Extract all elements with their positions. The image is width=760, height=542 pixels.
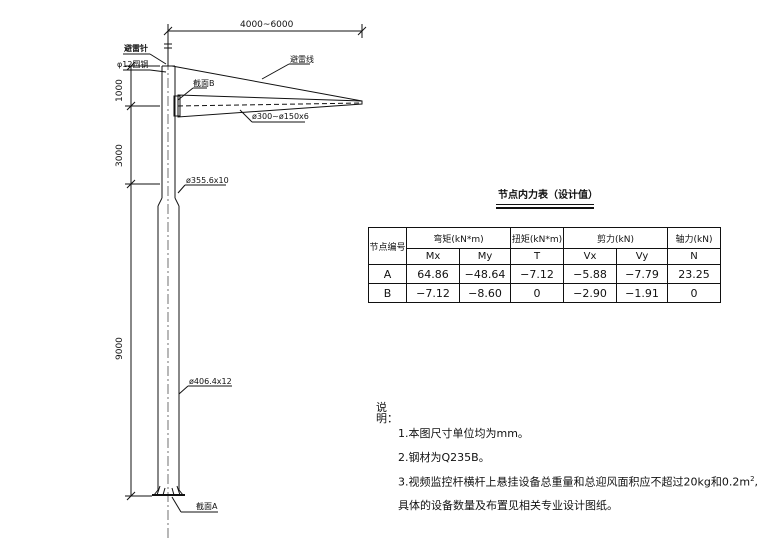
table-header-row: 节点编号 弯矩(kN*m) 扭矩(kN*m) 剪力(kN) 轴力(kN) bbox=[368, 227, 721, 265]
lightning-rod-label: 避雷针 bbox=[124, 44, 148, 53]
round-steel-label: φ12圆钢 bbox=[117, 60, 149, 69]
note-2: 2.钢材为Q235B。 bbox=[398, 451, 490, 464]
lightning-wire-label: 避雷线 bbox=[290, 55, 314, 64]
cell-node-b: B bbox=[368, 283, 407, 303]
header-torque: 扭矩(kN*m) bbox=[510, 227, 564, 249]
note-3-text: 3.视频监控杆横杆上悬挂设备总重量和总迎风面积应不超过20kg和0.2m bbox=[398, 475, 751, 489]
note-3-superscript: 2 bbox=[750, 475, 755, 483]
cell: −48.64 bbox=[459, 264, 511, 284]
cell: −1.91 bbox=[616, 283, 668, 303]
internal-force-table: 节点编号 弯矩(kN*m) 扭矩(kN*m) 剪力(kN) 轴力(kN) Mx … bbox=[368, 227, 721, 303]
cell-node-a: A bbox=[368, 264, 407, 284]
section-a-label: 截面A bbox=[196, 502, 218, 511]
notes-title: 说明： bbox=[376, 401, 398, 425]
cell: −5.88 bbox=[563, 264, 617, 284]
sub-vy: Vy bbox=[616, 248, 668, 265]
note-3-continued: 具体的设备数量及布置见相关专业设计图纸。 bbox=[398, 499, 618, 512]
lightning-wire bbox=[171, 65, 363, 102]
note-1: 1.本图尺寸单位均为mm。 bbox=[398, 427, 529, 440]
sub-mx: Mx bbox=[406, 248, 460, 265]
header-moment: 弯矩(kN*m) bbox=[406, 227, 511, 249]
dim-seg3: 9000 bbox=[115, 337, 125, 360]
dim-seg1: 1000 bbox=[115, 79, 125, 102]
section-b-label: 截面B bbox=[193, 79, 215, 88]
cell: 64.86 bbox=[406, 264, 460, 284]
header-axial: 轴力(kN) bbox=[667, 227, 721, 249]
table-subheader-row: Mx My T Vx Vy N bbox=[369, 248, 721, 265]
cell: −7.79 bbox=[616, 264, 668, 284]
title-underline-thick bbox=[496, 207, 594, 209]
cell: 23.25 bbox=[667, 264, 721, 284]
dim-seg2: 3000 bbox=[115, 144, 125, 167]
cross-arm bbox=[177, 94, 363, 118]
table-row: B −7.12 −8.60 0 −2.90 −1.91 0 bbox=[368, 283, 721, 303]
note-3: 3.视频监控杆横杆上悬挂设备总重量和总迎风面积应不超过20kg和0.2m2, bbox=[398, 476, 758, 488]
sub-n: N bbox=[667, 248, 721, 265]
arm-size-label: ø300~ø150x6 bbox=[252, 112, 309, 121]
header-shear: 剪力(kN) bbox=[563, 227, 668, 249]
cell: −7.12 bbox=[510, 264, 564, 284]
note-3-tail: , bbox=[754, 475, 759, 489]
cell: 0 bbox=[510, 283, 564, 303]
upper-pole-size-label: ø355.6x10 bbox=[186, 176, 229, 185]
dim-span: 4000~6000 bbox=[240, 20, 294, 30]
cell: −7.12 bbox=[406, 283, 460, 303]
title-underline-thin bbox=[496, 204, 594, 205]
table-title: 节点内力表（设计值） bbox=[498, 190, 598, 201]
lower-pole-size-label: ø406.4x12 bbox=[189, 377, 232, 386]
sub-my: My bbox=[459, 248, 511, 265]
cell: −8.60 bbox=[459, 283, 511, 303]
sub-vx: Vx bbox=[563, 248, 617, 265]
cell: −2.90 bbox=[563, 283, 617, 303]
header-node: 节点编号 bbox=[368, 227, 407, 265]
sub-t: T bbox=[510, 248, 564, 265]
table-row: A 64.86 −48.64 −7.12 −5.88 −7.79 23.25 bbox=[368, 264, 721, 284]
cell: 0 bbox=[667, 283, 721, 303]
